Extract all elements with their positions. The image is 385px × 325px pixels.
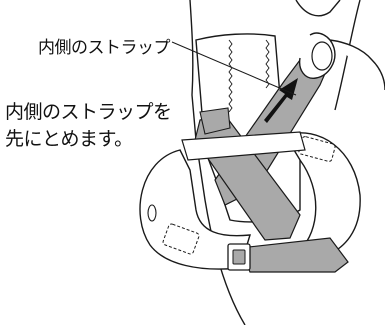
- pull-direction-arrow: [264, 78, 298, 123]
- instruction-line-2: 先にとめます。: [5, 128, 133, 150]
- callout-leader-line: [171, 41, 297, 96]
- heel-cup: [139, 149, 251, 270]
- stitch-left: [228, 39, 233, 113]
- strap-white-band: [181, 131, 306, 161]
- hand-fingertip: [311, 41, 333, 71]
- hand-outline: [295, 0, 385, 91]
- instruction-line-1: 内側のストラップを: [5, 101, 172, 123]
- heel-vent-hole: [147, 204, 157, 222]
- stitch-right: [265, 39, 270, 89]
- strap-bottom: [239, 237, 349, 273]
- velcro-patch-left: [162, 223, 200, 255]
- strap-tab-left: [199, 107, 231, 135]
- callout-label: 内側のストラップ: [38, 38, 171, 58]
- strap-buckle-slot: [232, 249, 246, 265]
